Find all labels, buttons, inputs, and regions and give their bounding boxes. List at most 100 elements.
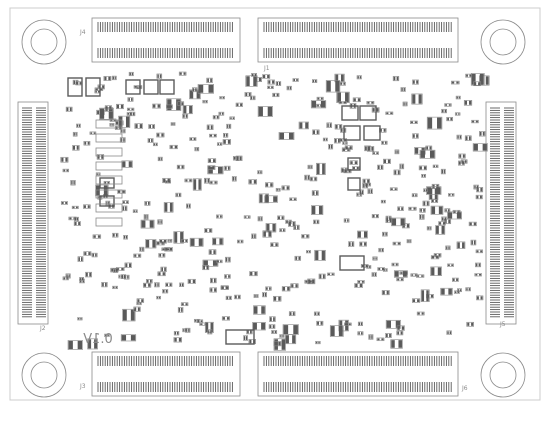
component-footprint (470, 73, 485, 86)
large-component (347, 157, 361, 171)
component-footprint (426, 226, 432, 231)
component-footprint (411, 93, 423, 105)
component-footprint (79, 276, 84, 281)
component-footprint (184, 178, 193, 183)
component-footprint (476, 295, 484, 301)
component-footprint (139, 246, 145, 252)
component-footprint (132, 209, 138, 213)
component-footprint (359, 241, 367, 247)
component-footprint (364, 145, 371, 152)
component-footprint (377, 164, 384, 170)
component-footprint (322, 137, 328, 142)
component-footprint (293, 224, 300, 230)
component-footprint (123, 234, 128, 240)
component-footprint (406, 239, 412, 244)
component-footprint (166, 104, 173, 109)
component-footprint (71, 205, 79, 210)
component-footprint (475, 249, 484, 254)
component-footprint (354, 283, 363, 288)
component-footprint (378, 247, 384, 253)
component-footprint (275, 187, 281, 192)
component-footprint (270, 242, 279, 247)
component-footprint (207, 158, 217, 163)
component-footprint (366, 101, 375, 105)
component-footprint (134, 123, 143, 129)
component-footprint (456, 241, 466, 249)
component-footprint (152, 142, 158, 147)
component-footprint (142, 282, 152, 288)
component-footprint (202, 259, 219, 267)
component-footprint (352, 97, 361, 103)
large-component (159, 79, 175, 95)
component-footprint (316, 162, 326, 176)
component-footprint (165, 282, 173, 287)
large-component (359, 105, 377, 121)
component-footprint (465, 287, 471, 292)
resistor-array (95, 203, 123, 213)
component-footprint (197, 84, 214, 94)
component-footprint (479, 131, 486, 137)
component-footprint (473, 81, 482, 87)
large-component (67, 77, 83, 97)
component-footprint (367, 188, 373, 194)
component-footprint (368, 334, 374, 340)
component-footprint (74, 216, 79, 222)
large-component (125, 79, 141, 95)
component-footprint (362, 178, 371, 184)
component-footprint (394, 149, 400, 155)
component-footprint (281, 286, 291, 292)
component-footprint (412, 133, 419, 139)
component-footprint (140, 219, 155, 229)
component-footprint (456, 134, 462, 140)
component-footprint (444, 103, 452, 107)
component-footprint (446, 330, 452, 335)
component-footprint (111, 75, 117, 81)
component-footprint (224, 256, 231, 263)
component-footprint (342, 141, 348, 145)
component-footprint (357, 230, 368, 239)
component-footprint (220, 286, 229, 290)
component-footprint (235, 155, 243, 161)
component-footprint (196, 319, 204, 323)
version-label: 0.1V (83, 332, 113, 347)
component-footprint (448, 193, 455, 197)
component-footprint (311, 205, 324, 215)
component-footprint (253, 294, 259, 298)
component-footprint (272, 92, 280, 98)
component-footprint (121, 205, 128, 212)
component-footprint (104, 107, 113, 112)
connector-pins (22, 22, 514, 392)
component-footprint (95, 172, 101, 176)
component-footprint (343, 218, 350, 223)
component-footprint (177, 307, 184, 313)
component-footprint (392, 75, 400, 82)
component-footprint (257, 106, 273, 117)
component-footprint (202, 264, 210, 271)
component-footprint (397, 206, 404, 211)
component-footprint (120, 334, 137, 342)
component-footprint (77, 317, 83, 321)
component-footprint (441, 108, 448, 114)
component-footprint (249, 271, 258, 277)
component-footprint (252, 322, 266, 331)
component-footprint (400, 87, 406, 92)
large-component (99, 177, 115, 189)
component-footprint (371, 272, 377, 277)
component-footprint (221, 316, 231, 321)
component-footprint (104, 333, 110, 337)
component-footprint (243, 215, 251, 219)
label-connector-bottom-left: J3 (79, 383, 86, 390)
component-footprint (173, 331, 180, 336)
connector-left (17, 101, 49, 325)
component-footprint (119, 137, 126, 143)
large-component (85, 77, 101, 97)
component-footprint (157, 156, 163, 162)
component-footprint (122, 308, 136, 322)
component-footprint (440, 287, 453, 296)
component-footprint (392, 241, 401, 246)
component-footprint (402, 101, 408, 107)
component-footprint (362, 183, 369, 189)
component-footprint (357, 331, 364, 336)
component-footprint (257, 170, 263, 175)
component-footprint (147, 138, 154, 143)
